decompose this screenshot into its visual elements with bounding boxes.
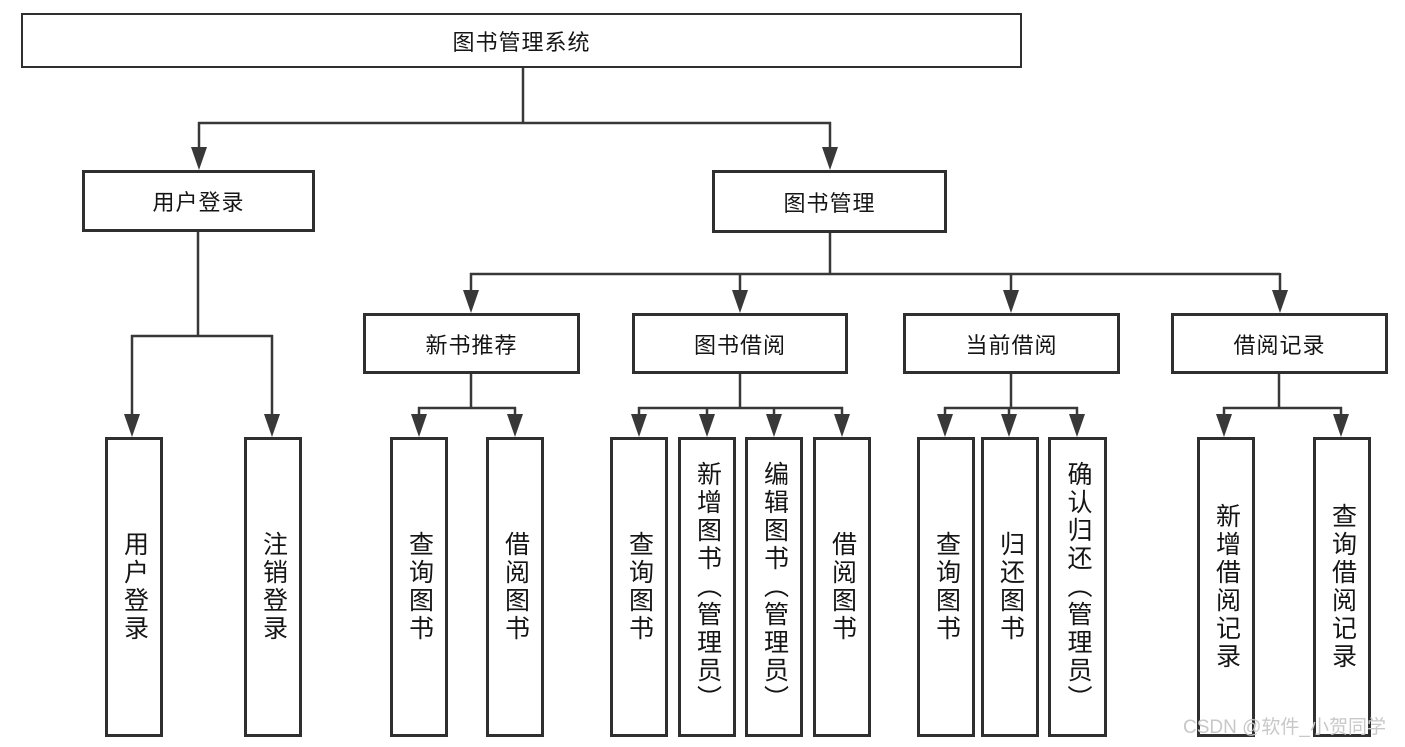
- leaf-logout: 注销登录: [244, 437, 302, 737]
- arrowhead-down: [264, 414, 280, 437]
- node-label: 图书借阅: [693, 332, 786, 358]
- node-label: 新书推荐: [425, 332, 518, 358]
- node-borrowing-records: 借阅记录: [1171, 313, 1388, 374]
- arrowhead-down: [699, 414, 715, 437]
- arrowhead-down: [507, 414, 523, 437]
- arrowhead-down: [1216, 414, 1232, 437]
- arrowhead-down: [1069, 414, 1085, 437]
- arrowhead-down: [732, 290, 748, 313]
- leaf-query-borrow-record: 查询借阅记录: [1313, 437, 1371, 737]
- arrowhead-down: [1333, 414, 1349, 437]
- node-label: 用户登录: [152, 190, 245, 215]
- arrowhead-down: [766, 414, 782, 437]
- leaf-label: 借阅图书: [828, 531, 857, 643]
- leaf-return-books: 归还图书: [981, 437, 1039, 737]
- node-label: 借阅记录: [1233, 332, 1326, 358]
- arrowhead-down: [1003, 290, 1019, 313]
- node-book-management: 图书管理: [712, 170, 947, 233]
- leaf-label: 确认归还（管理员）: [1064, 461, 1092, 713]
- arrowhead-down: [463, 290, 479, 313]
- leaf-borrow-books-recommend: 借阅图书: [486, 437, 544, 737]
- leaf-label: 查询图书: [932, 531, 961, 643]
- node-new-book-recommendation: 新书推荐: [363, 313, 580, 374]
- leaf-label: 归还图书: [996, 531, 1025, 643]
- leaf-label: 新增借阅记录: [1212, 503, 1241, 671]
- leaf-label: 用户登录: [120, 531, 149, 643]
- leaf-query-books-recommend: 查询图书: [390, 437, 448, 737]
- arrowhead-down: [411, 414, 427, 437]
- leaf-confirm-return-admin: 确认归还（管理员）: [1048, 437, 1107, 737]
- node-current-borrowing: 当前借阅: [903, 313, 1120, 374]
- arrowhead-down: [834, 414, 850, 437]
- leaf-add-borrow-record: 新增借阅记录: [1197, 437, 1255, 737]
- node-user-login: 用户登录: [82, 170, 315, 232]
- leaf-label: 查询借阅记录: [1328, 503, 1357, 671]
- leaf-borrow-books-borrow: 借阅图书: [813, 437, 871, 737]
- node-label: 当前借阅: [965, 332, 1058, 358]
- arrowhead-down: [822, 147, 838, 170]
- arrowhead-down: [937, 414, 953, 437]
- leaf-label: 查询图书: [625, 531, 654, 643]
- leaf-query-books-current: 查询图书: [917, 437, 975, 737]
- leaf-label: 编辑图书（管理员）: [760, 461, 789, 713]
- arrowhead-down: [1001, 414, 1017, 437]
- node-root-label: 图书管理系统: [452, 29, 591, 55]
- leaf-user-login: 用户登录: [105, 437, 163, 737]
- leaf-label: 注销登录: [259, 531, 288, 643]
- leaf-label: 借阅图书: [501, 531, 530, 643]
- leaf-label: 新增图书（管理员）: [693, 461, 722, 713]
- csdn-watermark: CSDN @软件_小贺同学: [1183, 717, 1386, 738]
- leaf-add-book-admin: 新增图书（管理员）: [678, 437, 736, 737]
- node-root: 图书管理系统: [21, 13, 1022, 68]
- arrowhead-down: [191, 147, 207, 170]
- arrowhead-down: [124, 414, 140, 437]
- arrowhead-down: [1272, 290, 1288, 313]
- leaf-label: 查询图书: [405, 531, 434, 643]
- node-book-borrowing: 图书借阅: [632, 313, 848, 374]
- leaf-edit-book-admin: 编辑图书（管理员）: [745, 437, 803, 737]
- arrowhead-down: [631, 414, 647, 437]
- leaf-query-books-borrow: 查询图书: [610, 437, 668, 737]
- node-label: 图书管理: [783, 190, 876, 216]
